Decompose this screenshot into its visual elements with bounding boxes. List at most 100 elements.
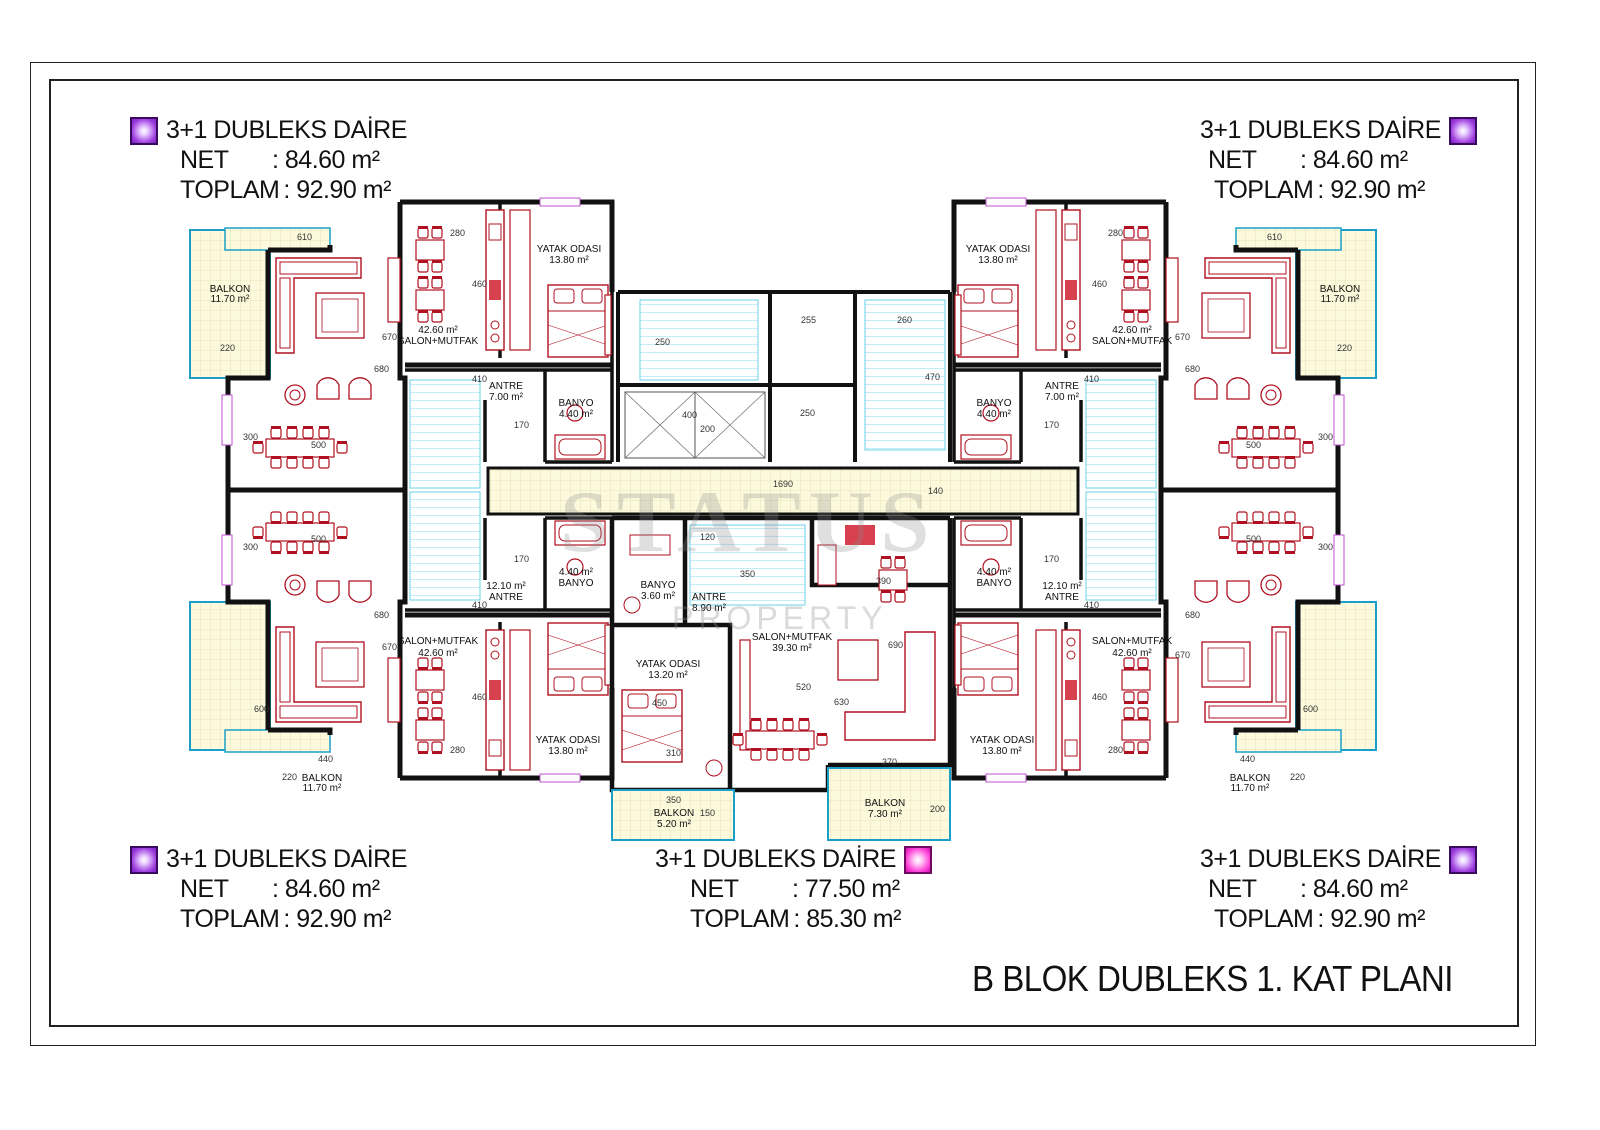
svg-text:670: 670 <box>1175 650 1190 660</box>
svg-text:500: 500 <box>1246 440 1261 450</box>
unit-info-top-left: 3+1 DUBLEKS DAİRE NET: 84.60 m² TOPLAM: … <box>130 116 407 205</box>
svg-text:YATAK ODASI: YATAK ODASI <box>966 244 1030 255</box>
svg-text:YATAK ODASI: YATAK ODASI <box>537 244 601 255</box>
svg-text:310: 310 <box>666 748 681 758</box>
net-label: NET <box>690 875 739 903</box>
svg-text:500: 500 <box>311 534 326 544</box>
total-label: TOPLAM <box>180 905 280 933</box>
svg-text:390: 390 <box>876 576 891 586</box>
svg-text:520: 520 <box>796 682 811 692</box>
svg-text:600: 600 <box>1303 704 1318 714</box>
svg-text:610: 610 <box>1267 232 1282 242</box>
svg-text:610: 610 <box>297 232 312 242</box>
purple-swatch-icon <box>130 116 158 145</box>
svg-text:370: 370 <box>882 757 897 767</box>
svg-text:BALKON: BALKON <box>1320 284 1361 295</box>
svg-text:170: 170 <box>514 554 529 564</box>
svg-text:410: 410 <box>1084 374 1099 384</box>
svg-text:11.70 m²: 11.70 m² <box>303 783 342 794</box>
svg-text:39.30 m²: 39.30 m² <box>772 643 812 654</box>
svg-text:410: 410 <box>472 374 487 384</box>
svg-text:680: 680 <box>374 610 389 620</box>
total-value: : 92.90 m² <box>1317 905 1425 933</box>
svg-text:SALON+MUTFAK: SALON+MUTFAK <box>752 632 833 643</box>
svg-text:13.80 m²: 13.80 m² <box>549 255 589 266</box>
svg-text:220: 220 <box>282 772 297 782</box>
svg-text:BALKON: BALKON <box>210 284 251 295</box>
svg-text:460: 460 <box>472 692 487 702</box>
net-label: NET <box>1208 146 1257 174</box>
svg-text:280: 280 <box>1108 228 1123 238</box>
svg-text:500: 500 <box>311 440 326 450</box>
svg-text:440: 440 <box>1240 754 1255 764</box>
svg-text:7.30 m²: 7.30 m² <box>868 809 903 820</box>
purple-swatch-icon <box>1448 116 1477 145</box>
svg-text:BALKON: BALKON <box>1230 773 1271 784</box>
unit-title: 3+1 DUBLEKS DAİRE <box>1200 116 1441 144</box>
svg-text:BANYO: BANYO <box>640 580 675 591</box>
svg-text:200: 200 <box>700 424 715 434</box>
svg-text:13.80 m²: 13.80 m² <box>982 746 1022 757</box>
svg-text:4.40 m²: 4.40 m² <box>559 409 594 420</box>
svg-text:42.60 m²: 42.60 m² <box>1112 648 1152 659</box>
svg-text:SALON+MUTFAK: SALON+MUTFAK <box>1092 336 1173 347</box>
svg-text:BANYO: BANYO <box>558 398 593 409</box>
svg-text:1690: 1690 <box>773 479 793 489</box>
svg-text:250: 250 <box>655 337 670 347</box>
svg-text:150: 150 <box>700 808 715 818</box>
net-value: : 84.60 m² <box>272 146 380 174</box>
svg-text:200: 200 <box>930 804 945 814</box>
svg-text:SALON+MUTFAK: SALON+MUTFAK <box>1092 636 1173 647</box>
svg-text:13.20 m²: 13.20 m² <box>648 670 688 681</box>
total-label: TOPLAM <box>1214 905 1314 933</box>
svg-text:170: 170 <box>1044 554 1059 564</box>
svg-text:670: 670 <box>382 332 397 342</box>
svg-text:220: 220 <box>1337 343 1352 353</box>
total-label: TOPLAM <box>1214 176 1314 204</box>
net-label: NET <box>180 146 229 174</box>
svg-text:500: 500 <box>1246 534 1261 544</box>
net-value: : 77.50 m² <box>792 875 900 903</box>
svg-text:42.60 m²: 42.60 m² <box>418 325 458 336</box>
svg-text:ANTRE: ANTRE <box>489 592 523 603</box>
net-value: : 84.60 m² <box>1300 146 1408 174</box>
svg-text:5.20 m²: 5.20 m² <box>657 819 692 830</box>
svg-text:BANYO: BANYO <box>976 398 1011 409</box>
svg-text:680: 680 <box>374 364 389 374</box>
svg-text:170: 170 <box>514 420 529 430</box>
svg-text:11.70 m²: 11.70 m² <box>1231 783 1270 794</box>
svg-text:690: 690 <box>888 640 903 650</box>
unit-title: 3+1 DUBLEKS DAİRE <box>1200 845 1441 873</box>
svg-text:BALKON: BALKON <box>654 808 695 819</box>
svg-text:ANTRE: ANTRE <box>489 381 523 392</box>
svg-text:4.40 m²: 4.40 m² <box>977 567 1012 578</box>
unit-title: 3+1 DUBLEKS DAİRE <box>166 116 407 144</box>
total-value: : 85.30 m² <box>793 905 901 933</box>
total-label: TOPLAM <box>690 905 790 933</box>
svg-text:13.80 m²: 13.80 m² <box>978 255 1018 266</box>
svg-text:255: 255 <box>801 315 816 325</box>
svg-text:680: 680 <box>1185 364 1200 374</box>
unit-info-top-right: 3+1 DUBLEKS DAİRE NET: 84.60 m² TOPLAM: … <box>1200 116 1477 205</box>
unit-center-bottom <box>609 515 953 841</box>
svg-text:ANTRE: ANTRE <box>692 592 726 603</box>
plan-title: B BLOK DUBLEKS 1. KAT PLANI <box>972 958 1453 999</box>
svg-text:YATAK ODASI: YATAK ODASI <box>536 735 600 746</box>
net-label: NET <box>1208 875 1257 903</box>
svg-text:8.90 m²: 8.90 m² <box>692 603 727 614</box>
svg-text:350: 350 <box>740 569 755 579</box>
svg-text:600: 600 <box>254 704 269 714</box>
svg-text:260: 260 <box>897 315 912 325</box>
svg-text:350: 350 <box>666 795 681 805</box>
svg-text:12.10 m²: 12.10 m² <box>486 581 526 592</box>
svg-text:ANTRE: ANTRE <box>1045 381 1079 392</box>
svg-text:300: 300 <box>243 432 258 442</box>
svg-text:11.70 m²: 11.70 m² <box>211 294 250 305</box>
svg-text:42.60 m²: 42.60 m² <box>418 648 458 659</box>
dimension-labels: 610 610 280 280 280 280 460 460 460 460 … <box>220 228 1352 818</box>
pink-swatch-icon <box>903 845 932 874</box>
svg-text:460: 460 <box>1092 692 1107 702</box>
svg-text:140: 140 <box>928 486 943 496</box>
svg-text:3.60 m²: 3.60 m² <box>641 591 676 602</box>
central-core <box>486 290 1080 516</box>
